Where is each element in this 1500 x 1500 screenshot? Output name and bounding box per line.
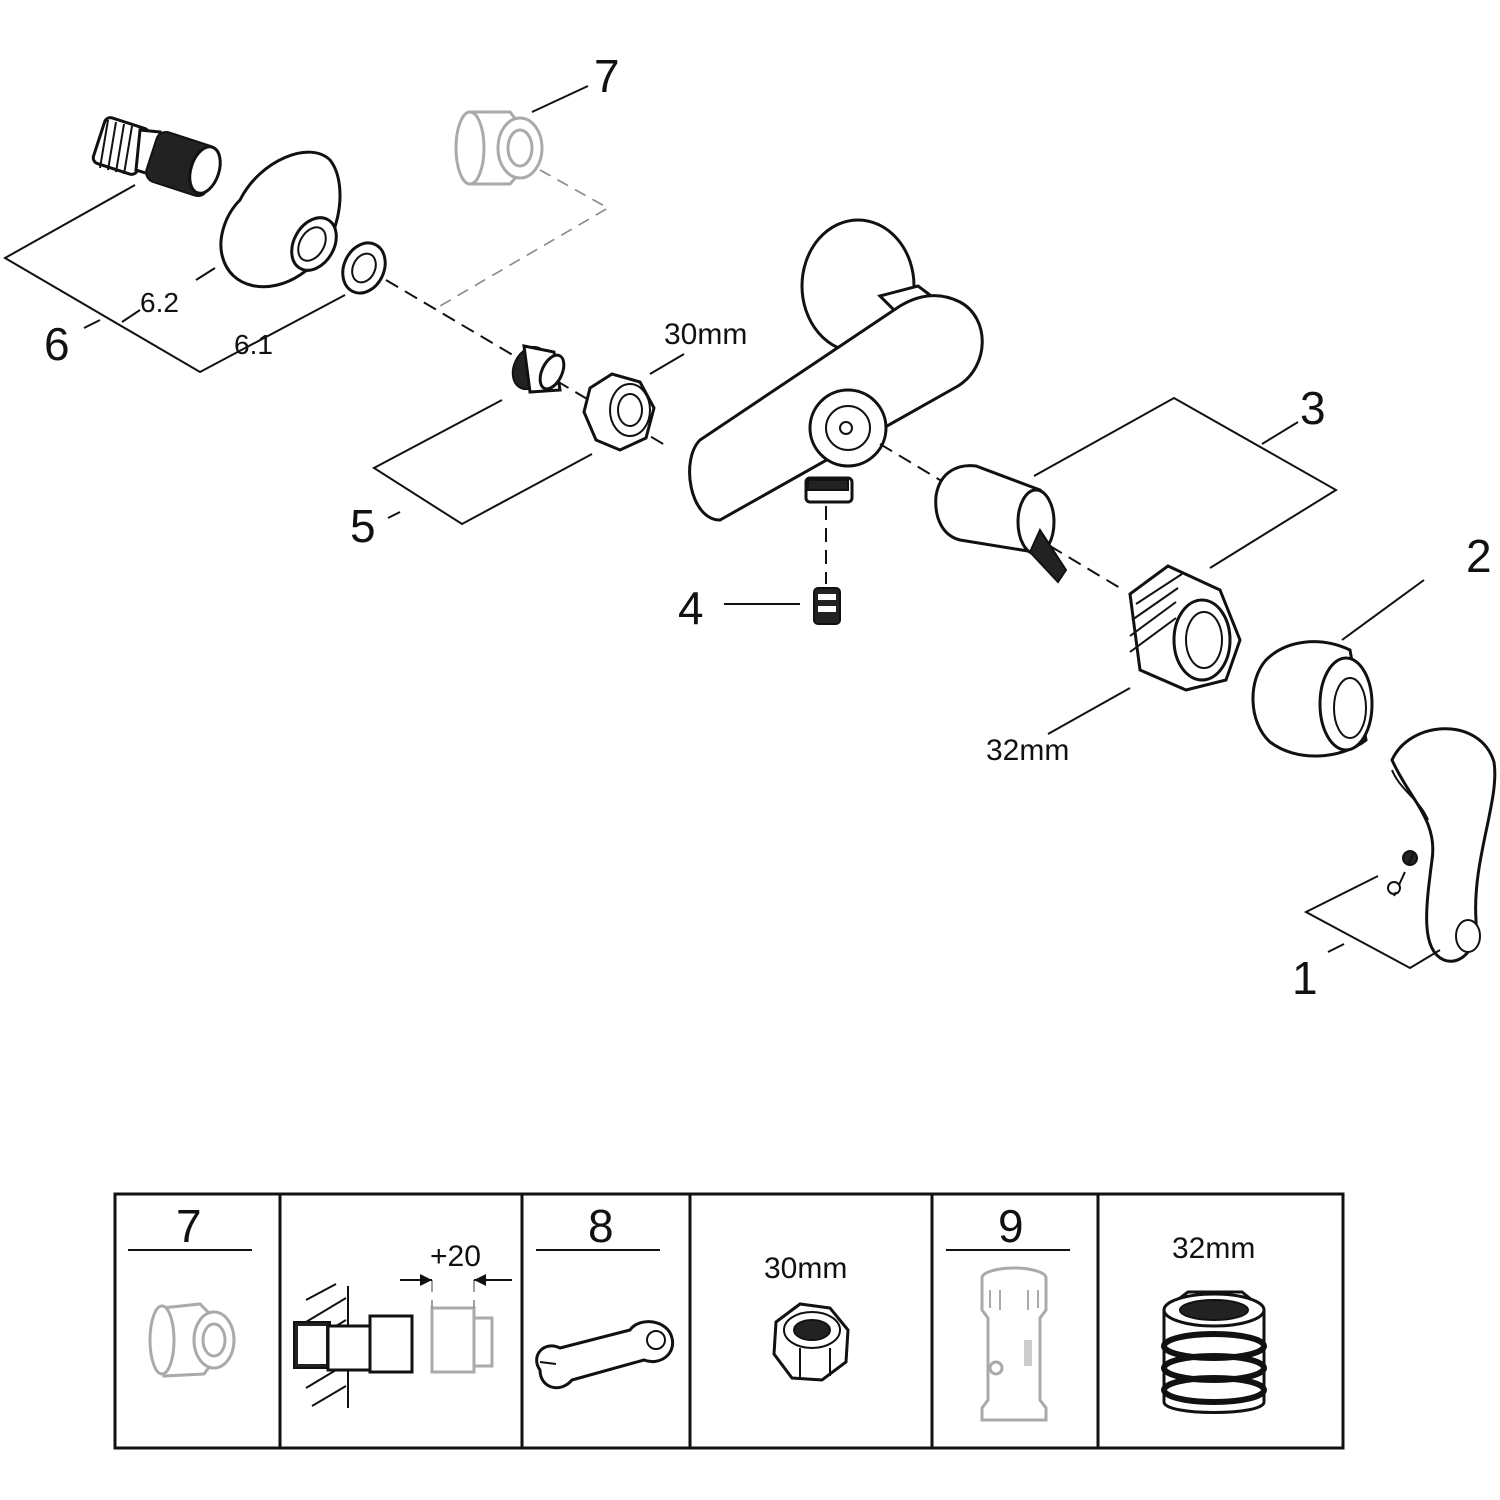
part-6-1-washer — [341, 241, 387, 295]
part-6-1-label: 6.1 — [234, 329, 273, 360]
accessory-cell-30mm: 30mm — [764, 1252, 850, 1382]
nut-32-leader — [1047, 687, 1131, 735]
part-6-leader — [83, 319, 101, 329]
accessory-8-label: 8 — [588, 1200, 614, 1252]
part-1-leader — [1327, 943, 1345, 953]
nut-30-label: 30mm — [664, 318, 747, 351]
valve-body — [688, 218, 984, 522]
part-6-2-leader — [195, 267, 216, 281]
hex-nut-icon — [772, 1302, 850, 1382]
part-3-leader — [1261, 421, 1299, 445]
accessory-cell-9: 9 — [946, 1200, 1070, 1422]
part-1-label: 1 — [1292, 952, 1318, 1004]
extension-icon — [148, 1302, 236, 1378]
part-3-cartridge — [934, 464, 1068, 584]
accessory-32mm-label: 32mm — [1172, 1232, 1255, 1265]
accessory-cell-install: +20 — [293, 1240, 512, 1408]
nut-32-label: 32mm — [986, 734, 1069, 767]
part-4-label: 4 — [678, 582, 704, 634]
part-2-label: 2 — [1466, 530, 1492, 582]
part-7-leader — [531, 85, 589, 113]
part-2-leader — [1341, 579, 1425, 641]
part-6-label: 6 — [44, 318, 70, 370]
part-7-axis — [439, 169, 610, 307]
wrench-icon — [535, 1320, 675, 1390]
part-32mm-sleeve — [1128, 564, 1242, 692]
part-3-label: 3 — [1300, 382, 1326, 434]
part-3-bracket — [1033, 396, 1338, 569]
part-1-lever-handle — [1387, 727, 1497, 963]
accessory-install-label: +20 — [430, 1240, 481, 1273]
accessory-30mm-label: 30mm — [764, 1252, 847, 1285]
part-7-extension — [454, 110, 544, 186]
accessory-9-label: 9 — [998, 1200, 1024, 1252]
part-1-bracket — [1303, 875, 1441, 970]
part-5-bracket — [372, 399, 593, 526]
accessory-cell-8: 8 — [535, 1200, 675, 1390]
accessory-table — [113, 1192, 1345, 1450]
nut-30-leader — [649, 353, 685, 375]
part-6-wall-flange — [219, 150, 342, 289]
part-6-2-leader-b — [121, 309, 141, 323]
part-6-bracket — [2, 184, 346, 374]
part-5-label: 5 — [350, 500, 376, 552]
part-4-aerator — [813, 587, 841, 625]
part-5-hex-nut — [582, 372, 656, 452]
part-2-cover-cap — [1251, 640, 1374, 758]
extension-install-icon — [293, 1274, 512, 1408]
part-6-2-label: 6.2 — [140, 287, 179, 318]
part-5-adapter — [511, 344, 566, 394]
part-5-leader — [387, 511, 401, 519]
accessory-cell-7: 7 — [128, 1200, 252, 1378]
accessory-cell-32mm: 32mm — [1161, 1232, 1267, 1414]
accessory-7-label: 7 — [176, 1200, 202, 1252]
axis-handle — [1393, 851, 1415, 897]
part-6-2-connector — [91, 116, 222, 198]
threaded-sleeve-icon — [1161, 1290, 1267, 1414]
part-7-label: 7 — [594, 50, 620, 102]
cartridge-extension-icon — [980, 1266, 1048, 1422]
